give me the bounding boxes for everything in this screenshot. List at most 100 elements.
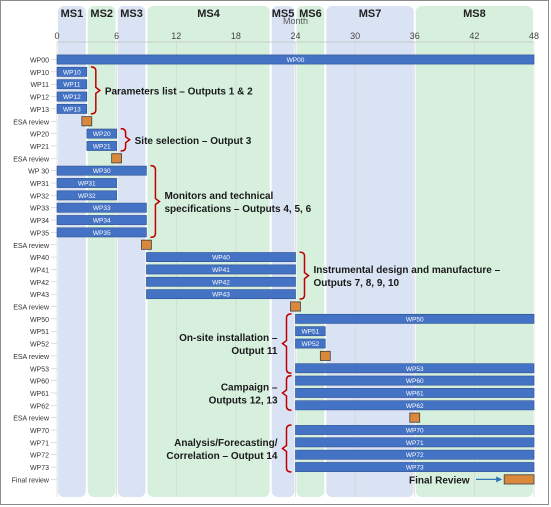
gantt-bar — [295, 400, 535, 411]
gantt-bar-label: WP11 — [63, 82, 81, 89]
gantt-bar — [295, 326, 326, 337]
row-label: WP21 — [30, 144, 49, 151]
gantt-bar — [295, 375, 535, 386]
gantt-bar — [56, 178, 117, 188]
row-label: WP61 — [30, 391, 49, 398]
annotation-label: Correlation – Output 14 — [166, 451, 278, 462]
row-label: ESA review — [13, 416, 50, 423]
gantt-bar-label: WP70 — [406, 428, 424, 435]
annotation-label: Instrumental design and manufacture – — [314, 265, 501, 276]
row-label: WP12 — [30, 95, 49, 102]
review-marker — [290, 301, 301, 312]
row-label: WP 30 — [28, 169, 49, 176]
row-label: WP73 — [30, 465, 49, 472]
gantt-bar-label: WP42 — [212, 279, 230, 286]
gantt-bar — [86, 141, 117, 151]
gantt-bar-label: WP43 — [212, 292, 230, 299]
gantt-bar — [146, 264, 296, 275]
row-label: WP13 — [30, 107, 49, 114]
gantt-bar-label: WP32 — [78, 193, 96, 200]
annotation-bracket — [90, 66, 102, 115]
gantt-bar-label: WP31 — [78, 181, 96, 188]
final-review-arrow-head — [496, 476, 503, 483]
row-label: WP43 — [30, 292, 49, 299]
gantt-bar-label: WP00 — [287, 57, 305, 64]
gantt-bar — [295, 437, 535, 448]
gantt-bar-label: WP13 — [63, 106, 81, 113]
row-label: WP71 — [30, 440, 49, 447]
gantt-bar — [56, 215, 147, 225]
gantt-bar — [295, 363, 535, 374]
milestone-band — [271, 6, 295, 497]
annotation-bracket — [281, 374, 292, 412]
review-marker — [81, 116, 93, 127]
gantt-bar — [295, 462, 535, 472]
row-label: WP40 — [30, 255, 49, 262]
gantt-bar-label: WP12 — [63, 94, 81, 101]
milestone-label: MS2 — [90, 8, 113, 20]
row-label: WP34 — [30, 218, 49, 225]
gantt-bar-label: WP10 — [63, 69, 81, 76]
row-label: ESA review — [13, 354, 50, 361]
row-label: WP50 — [30, 317, 49, 324]
row-label: ESA review — [13, 305, 50, 312]
milestone-label: MS6 — [299, 8, 322, 20]
review-marker — [503, 474, 535, 485]
gantt-bar — [56, 66, 88, 77]
gantt-bar-label: WP71 — [406, 440, 424, 447]
gantt-bar-label: WP20 — [93, 131, 111, 138]
annotation-label: Analysis/Forecasting/ — [174, 438, 278, 449]
gantt-bar — [56, 227, 147, 238]
row-label: WP51 — [30, 329, 49, 336]
gantt-bar-label: WP41 — [212, 267, 230, 274]
review-marker — [319, 350, 331, 361]
row-label: WP52 — [30, 342, 49, 349]
annotation-bracket — [281, 424, 292, 473]
row-label: WP70 — [30, 428, 49, 435]
annotation-bracket — [281, 313, 292, 374]
x-tick-label: 36 — [410, 31, 420, 41]
gantt-bar — [56, 54, 535, 65]
gantt-bar — [295, 388, 535, 398]
row-label: WP60 — [30, 379, 49, 386]
row-label: WP41 — [30, 267, 49, 274]
gantt-bar — [86, 128, 117, 139]
gantt-bar — [146, 289, 296, 300]
gantt-bar — [56, 165, 147, 176]
gantt-bar — [56, 202, 147, 213]
row-label: WP35 — [30, 230, 49, 237]
row-label: ESA review — [13, 156, 50, 163]
row-label: ESA review — [13, 119, 50, 126]
row-label: WP32 — [30, 193, 49, 200]
gantt-bar-label: WP35 — [93, 230, 111, 237]
gantt-bar-label: WP21 — [93, 143, 111, 150]
milestone-band — [326, 6, 414, 497]
milestone-band — [117, 6, 146, 497]
milestone-label: MS8 — [463, 8, 486, 20]
x-tick-label: 30 — [350, 31, 360, 41]
milestone-band — [87, 6, 116, 497]
gantt-bar-label: WP61 — [406, 390, 424, 397]
gantt-bar — [295, 449, 535, 460]
gantt-bar-label: WP30 — [93, 168, 111, 175]
x-tick-label: 12 — [171, 31, 181, 41]
gantt-bar — [56, 190, 117, 201]
gantt-bar — [295, 313, 535, 324]
row-label: WP53 — [30, 366, 49, 373]
annotation-label: Output 11 — [231, 346, 278, 357]
gantt-bar-label: WP52 — [302, 341, 320, 348]
x-tick-label: 18 — [231, 31, 241, 41]
gantt-bar — [295, 425, 535, 435]
row-label: WP72 — [30, 453, 49, 460]
gantt-bar — [56, 104, 88, 114]
gantt-bar — [146, 276, 296, 287]
annotation-label: Campaign – — [221, 382, 278, 393]
gantt-bar — [146, 252, 296, 262]
milestone-label: MS7 — [359, 8, 382, 20]
annotation-bracket — [150, 164, 161, 239]
gantt-bar — [295, 338, 326, 349]
x-tick-label: 0 — [54, 31, 59, 41]
annotation-bracket — [299, 251, 310, 300]
milestone-label: MS4 — [197, 8, 221, 20]
